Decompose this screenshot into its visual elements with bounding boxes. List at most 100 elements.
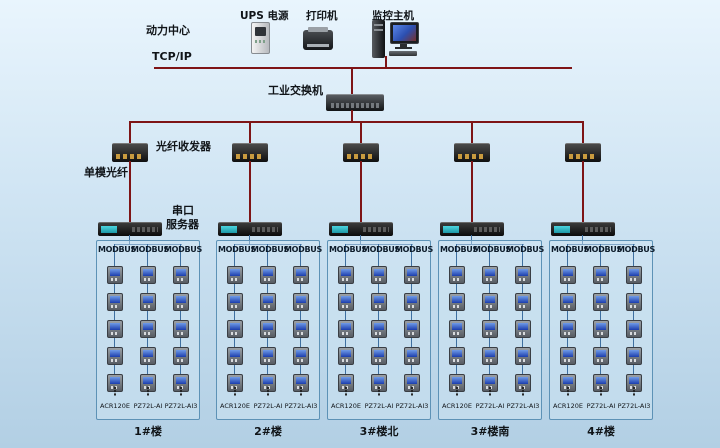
serial-server-icon <box>98 222 162 236</box>
meter-column <box>107 266 123 401</box>
modbus-label: MODBUS <box>362 245 400 254</box>
ups-icon <box>251 22 270 54</box>
industrial-switch-label: 工业交换机 <box>268 84 323 97</box>
modbus-label: MODBUS <box>440 245 478 254</box>
bus-line <box>567 244 568 390</box>
power-meter-icon <box>404 374 420 392</box>
meter-model-label: ACR120E <box>553 402 583 410</box>
continuation-dots: ⋮ <box>340 385 352 398</box>
industrial-switch-icon <box>326 94 384 111</box>
continuation-dots: ⋮ <box>142 385 154 398</box>
continuation-dots: ⋮ <box>109 385 121 398</box>
meter-column <box>173 266 189 401</box>
power-meter-icon <box>338 374 354 392</box>
branch-drop-line <box>471 122 473 143</box>
power-meter-icon <box>449 266 465 284</box>
continuation-dots: ⋮ <box>562 385 574 398</box>
modbus-label: MODBUS <box>164 245 202 254</box>
continuation-dots: ⋮ <box>517 385 529 398</box>
power-meter-icon <box>260 266 276 284</box>
continuation-dots: ⋮ <box>229 385 241 398</box>
fiber-transceiver-label: 光纤收发器 <box>156 140 211 153</box>
power-meter-icon <box>371 266 387 284</box>
building-group-1: MODBUS ⋮ ACR120E MODBUS ⋮ PZ72L-AI MODBU… <box>96 122 202 444</box>
bus-line <box>411 244 412 390</box>
meter-column <box>515 266 531 401</box>
modbus-label: MODBUS <box>131 245 169 254</box>
fiber-line <box>471 161 473 222</box>
power-meter-icon <box>626 293 642 311</box>
power-meter-icon <box>515 293 531 311</box>
power-meter-icon <box>404 320 420 338</box>
meter-column <box>227 266 243 401</box>
power-meter-icon <box>371 374 387 392</box>
bus-line <box>114 244 115 390</box>
power-meter-icon <box>260 293 276 311</box>
bus-column: MODBUS ⋮ PZ72L-AI <box>473 240 511 420</box>
bus-line <box>456 244 457 390</box>
single-mode-fiber-label: 单模光纤 <box>84 166 128 179</box>
bus-column: MODBUS ⋮ PZ72L-AI <box>131 240 169 420</box>
bus-line <box>234 244 235 390</box>
building-name: 1#楼 <box>134 425 162 438</box>
bus-column: MODBUS ⋮ PZ72L-AI3 <box>617 240 655 420</box>
meter-column <box>593 266 609 401</box>
power-meter-icon <box>338 347 354 365</box>
meter-model-label: ACR120E <box>331 402 361 410</box>
branch-drop-line <box>129 122 131 143</box>
meter-column <box>260 266 276 401</box>
continuation-dots: ⋮ <box>406 385 418 398</box>
bus-column: MODBUS ⋮ PZ72L-AI <box>251 240 289 420</box>
power-meter-icon <box>293 347 309 365</box>
monitor-stand <box>400 44 407 47</box>
power-meter-icon <box>515 266 531 284</box>
meter-column <box>626 266 642 401</box>
branch-drop-line <box>582 122 584 143</box>
power-meter-icon <box>560 347 576 365</box>
branch-drop-line <box>249 122 251 143</box>
modbus-label: MODBUS <box>218 245 256 254</box>
power-meter-icon <box>140 374 156 392</box>
building-name: 4#楼 <box>587 425 615 438</box>
fiber-transceiver-icon <box>112 143 148 162</box>
meter-model-label: ACR120E <box>100 402 130 410</box>
power-meter-icon <box>227 320 243 338</box>
fiber-line <box>249 161 251 222</box>
building-group-3: MODBUS ⋮ ACR120E MODBUS ⋮ PZ72L-AI MODBU… <box>327 122 433 444</box>
continuation-dots: ⋮ <box>628 385 640 398</box>
power-meter-icon <box>371 347 387 365</box>
monitor-host-label: 监控主机 <box>372 10 414 22</box>
power-meter-icon <box>260 347 276 365</box>
meter-model-label: PZ72L-AI3 <box>395 402 429 410</box>
meter-column <box>338 266 354 401</box>
power-meter-icon <box>260 320 276 338</box>
continuation-dots: ⋮ <box>373 385 385 398</box>
power-meter-icon <box>107 374 123 392</box>
power-meter-icon <box>173 374 189 392</box>
bus-column: MODBUS ⋮ ACR120E <box>218 240 256 420</box>
continuation-dots: ⋮ <box>175 385 187 398</box>
bus-line <box>633 244 634 390</box>
bus-line <box>345 244 346 390</box>
modbus-label: MODBUS <box>329 245 367 254</box>
power-meter-icon <box>593 320 609 338</box>
switch-uplink-line <box>351 69 353 94</box>
distribution-line <box>129 121 584 123</box>
modbus-label: MODBUS <box>584 245 622 254</box>
power-meter-icon <box>449 320 465 338</box>
modbus-label: MODBUS <box>395 245 433 254</box>
power-meter-icon <box>293 293 309 311</box>
power-meter-icon <box>371 293 387 311</box>
bus-header-line <box>568 244 635 245</box>
power-meter-icon <box>560 320 576 338</box>
power-meter-icon <box>227 266 243 284</box>
power-meter-icon <box>173 266 189 284</box>
power-meter-icon <box>593 293 609 311</box>
power-meter-icon <box>404 266 420 284</box>
power-meter-icon <box>482 374 498 392</box>
bus-line <box>147 244 148 390</box>
meter-model-label: PZ72L-AI3 <box>164 402 198 410</box>
continuation-dots: ⋮ <box>451 385 463 398</box>
printer-icon <box>303 27 333 50</box>
